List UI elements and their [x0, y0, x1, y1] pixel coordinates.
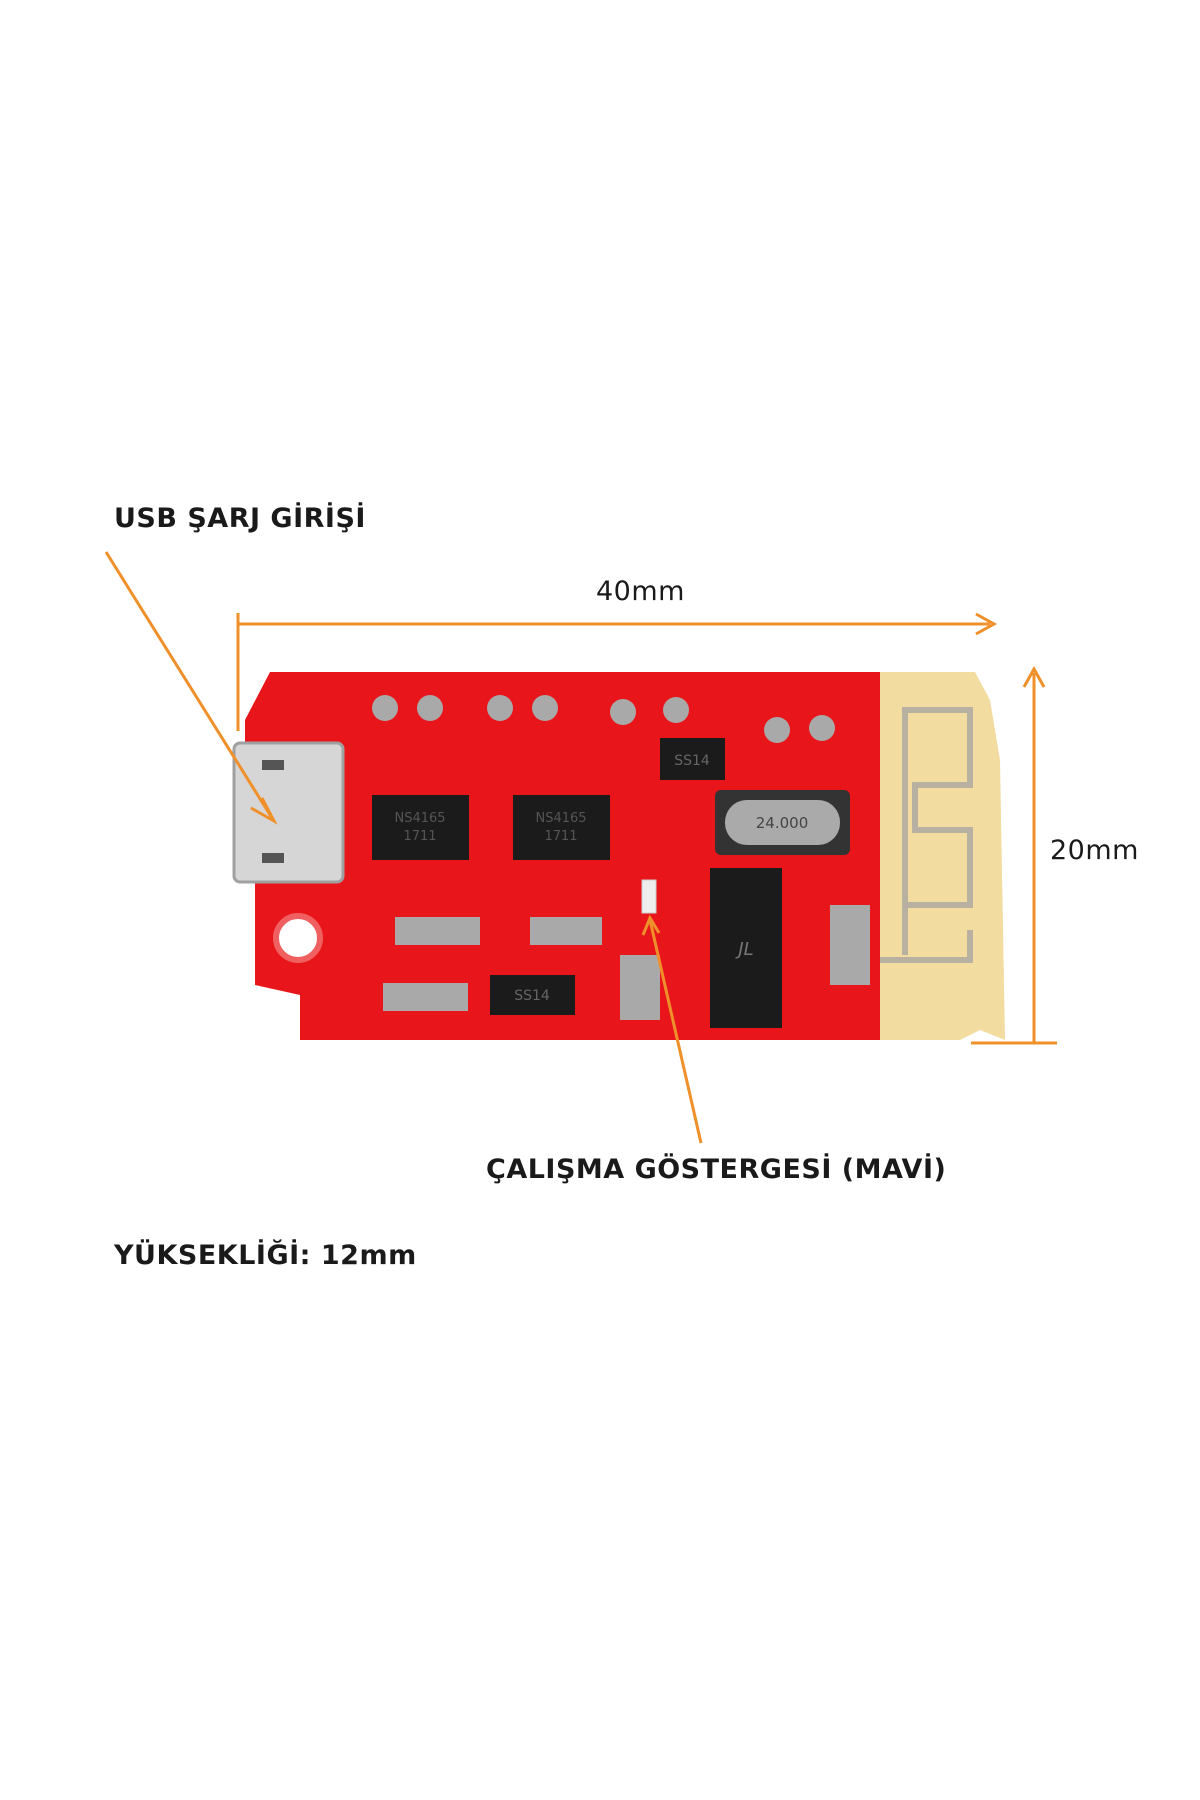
- status-led: [641, 879, 657, 914]
- antenna-trace: [880, 707, 973, 963]
- crystal-marking: 24.000: [756, 814, 809, 832]
- diode-bottom: SS14: [490, 975, 575, 1015]
- chip-logo: JL: [735, 939, 753, 960]
- height-arrowhead: [1022, 665, 1046, 688]
- chip-date: 1711: [544, 829, 577, 844]
- indicator-label: ÇALIŞMA GÖSTERGESİ (MAVİ): [486, 1154, 947, 1185]
- height-label: 20mm: [1050, 835, 1139, 866]
- chip-date: 1711: [403, 829, 436, 844]
- chip-marking: NS4165: [394, 811, 445, 826]
- crystal: 24.000: [715, 790, 850, 855]
- diode-marking: SS14: [674, 753, 710, 769]
- width-arrowhead: [975, 612, 998, 636]
- bluetooth-chip: JL: [710, 868, 782, 1028]
- amp-chip-1: NS4165 1711: [372, 795, 469, 860]
- antenna-area: [870, 672, 1005, 1040]
- indicator-arrowhead: [641, 914, 661, 936]
- diode-marking: SS14: [514, 988, 550, 1004]
- bluetooth-amplifier-board: NS4165 1711 NS4165 1711 SS14 SS14 24.000…: [232, 672, 1005, 1040]
- width-label: 40mm: [596, 576, 685, 607]
- usb-pointer-arrow: [104, 551, 274, 819]
- mounting-hole: [273, 913, 323, 963]
- thickness-label: YÜKSEKLİĞİ: 12mm: [114, 1240, 417, 1271]
- diode-top: SS14: [660, 738, 725, 780]
- indicator-pointer-line: [648, 919, 703, 1144]
- annotations: [104, 551, 1057, 1144]
- usb-arrowhead: [250, 797, 278, 825]
- chip-marking: NS4165: [535, 811, 586, 826]
- usb-charge-input-label: USB ŞARJ GİRİŞİ: [114, 503, 366, 534]
- amp-chip-2: NS4165 1711: [513, 795, 610, 860]
- usb-connector: [232, 741, 345, 884]
